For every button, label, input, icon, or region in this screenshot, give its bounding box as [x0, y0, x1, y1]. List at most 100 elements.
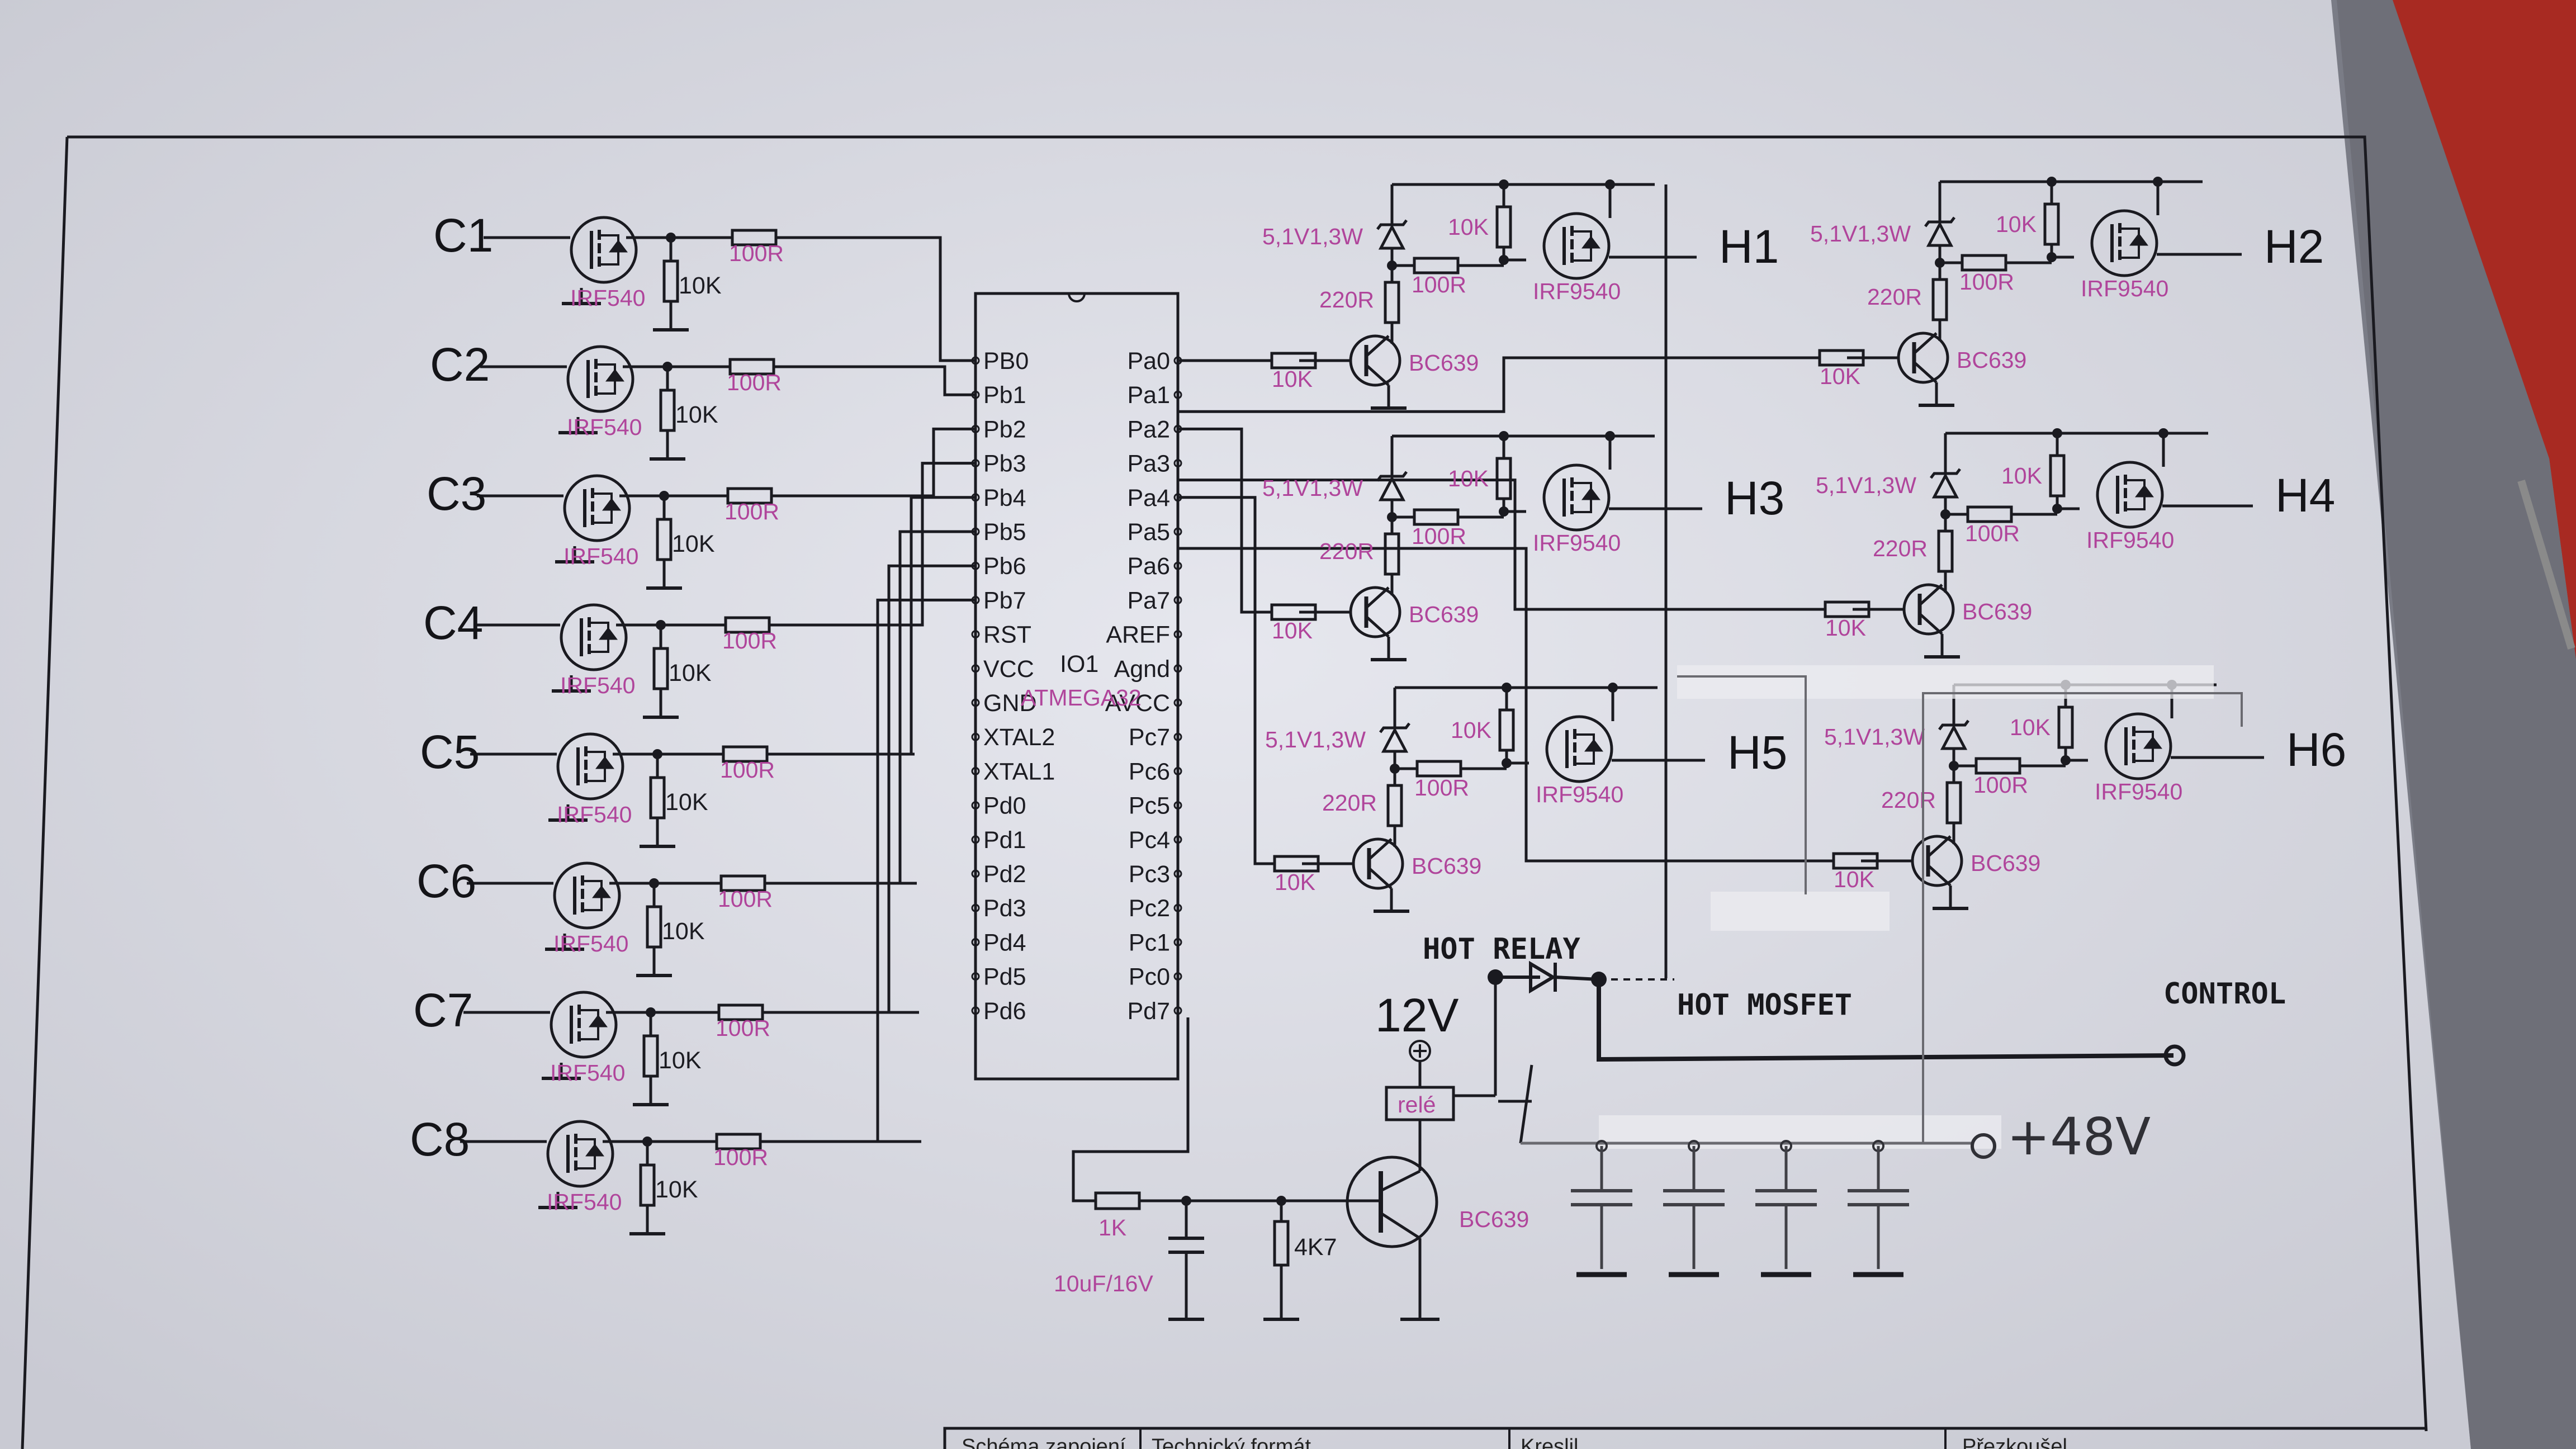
channel-label-c3: C3: [427, 467, 486, 520]
mosfet-label: IRF9540: [2086, 527, 2174, 553]
chip-pin-label: Pc4: [1129, 827, 1170, 854]
wire: [1178, 496, 1275, 865]
driver-label: BC639: [1409, 350, 1479, 376]
wire: [910, 496, 976, 756]
driver-h6: [1911, 835, 1963, 887]
wire: [876, 598, 976, 1143]
supply-12v-label: 12V: [1375, 989, 1459, 1041]
mosfet-c4: [560, 603, 628, 671]
mosfet-h6: [2104, 712, 2172, 780]
hot-relay-text: HOT RELAY: [1423, 932, 1580, 966]
drawing-frame: [67, 135, 2428, 1432]
chip-pin-label: Pa2: [1127, 416, 1170, 443]
gate-resistor-label: 100R: [1973, 772, 2028, 798]
capacitor-label: 10uF/16V: [1054, 1271, 1153, 1296]
pulldown-label: 10K: [662, 918, 705, 945]
channel-label-c1: C1: [433, 209, 493, 262]
base-resistor-label: 1K: [1098, 1215, 1126, 1240]
mosfet-c8: [546, 1120, 614, 1188]
chip-pin-label: Pb7: [983, 587, 1026, 614]
gate-resistor-label: 100R: [713, 1144, 768, 1170]
channel-label-c7: C7: [413, 984, 473, 1036]
driver-label: BC639: [1412, 853, 1481, 879]
chip-pin-label: AREF: [1106, 622, 1170, 648]
mosfet-label: IRF540: [560, 673, 635, 698]
chip-pin-label: AVCC: [1105, 690, 1170, 717]
base-resistor-label: 10K: [1272, 366, 1313, 392]
chip-pin-label: Pa0: [1127, 348, 1170, 375]
chip-pin-label: Pa3: [1127, 451, 1170, 477]
chip-pin-label: Pd6: [983, 998, 1026, 1025]
title-block: Schéma zapojení Technický formát Kreslil…: [943, 1427, 2426, 1449]
wire: [912, 462, 976, 627]
mosfet-h1: [1542, 212, 1611, 280]
mosfet-label: IRF540: [550, 1060, 625, 1086]
mosfet-label: IRF540: [557, 802, 632, 827]
gate-resistor-label: 100R: [1959, 269, 2014, 295]
mosfet-c6: [553, 861, 621, 930]
title-cell-1: Schéma zapojení: [962, 1435, 1126, 1449]
chip-pin-label: Pa6: [1127, 553, 1170, 580]
pulldown-label: 10K: [679, 272, 722, 299]
relay-transistor-label: BC639: [1459, 1206, 1529, 1232]
gate-resistor-label: 100R: [720, 757, 775, 783]
chip-pin-label: Pa5: [1127, 519, 1170, 546]
wire: [1178, 547, 1834, 863]
chip-pin-label: Pb4: [983, 485, 1026, 512]
channel-label-c4: C4: [423, 596, 483, 649]
mosfet-h5: [1545, 715, 1613, 783]
gate-resistor-label: 100R: [722, 628, 777, 654]
chip-pin-label: VCC: [983, 656, 1034, 683]
driver-label: BC639: [1962, 599, 2032, 624]
pullup-label: 10K: [2010, 714, 2051, 740]
gate-resistor-label: 100R: [1412, 523, 1466, 549]
pulldown-label: 10K: [655, 1176, 698, 1203]
mosfet-label: IRF9540: [1533, 530, 1621, 556]
microcontroller: IO1 ATMEGA32: [974, 292, 1180, 1081]
driver-label: BC639: [1957, 347, 2026, 373]
chip-pin-label: PB0: [983, 348, 1029, 375]
pulldown-label: 10K: [665, 789, 708, 816]
zener-label: 5,1V1,3W: [1262, 475, 1363, 501]
pulldown-label: 10K: [669, 660, 712, 686]
chip-pin-label: Pd7: [1127, 998, 1170, 1025]
chip-pin-label: Pb3: [983, 451, 1026, 477]
gate-resistor-label: 100R: [727, 370, 782, 395]
pencil: [2517, 479, 2575, 650]
relay-label: relé: [1398, 1092, 1436, 1117]
mosfet-label: IRF9540: [2095, 779, 2182, 804]
chip-pin-label: Pd4: [983, 929, 1026, 956]
zener-label: 5,1V1,3W: [1810, 221, 1911, 247]
channel-label-h1: H1: [1719, 220, 1779, 273]
zener-label: 5,1V1,3W: [1265, 727, 1366, 752]
mosfet-c5: [556, 732, 624, 801]
chip-pin-label: Pb1: [983, 382, 1026, 409]
wire: [1178, 479, 1825, 611]
title-cell-4: Přezkoušel: [1962, 1435, 2067, 1449]
relay-driver: 12V relé BC639 1K 10uF/16V 4K7: [1054, 989, 1529, 1321]
channel-label-c6: C6: [416, 855, 476, 907]
mosfet-label: IRF9540: [1533, 278, 1621, 304]
supply-48v-text: +48V: [2007, 1107, 2151, 1167]
mosfet-c7: [550, 991, 618, 1059]
chip-ref: IO1: [1060, 651, 1098, 678]
control-text: CONTROL: [2163, 977, 2286, 1011]
chip-pin-label: Pb6: [983, 553, 1026, 580]
mosfet-label: IRF540: [567, 414, 642, 440]
emitter-resistor-label: 220R: [1322, 790, 1377, 816]
emitter-resistor-label: 220R: [1319, 538, 1374, 564]
title-cell-2: Technický formát: [1152, 1435, 1311, 1449]
chip-pin-label: Pa1: [1127, 382, 1170, 409]
emitter-resistor-label: 220R: [1873, 536, 1928, 561]
chip-pin-label: XTAL2: [983, 724, 1055, 751]
chip-pin-label: Pd5: [983, 964, 1026, 991]
mosfet-label: IRF540: [564, 543, 638, 569]
gate-resistor-label: 100R: [1412, 272, 1466, 297]
mosfet-h4: [2096, 461, 2164, 529]
pullup-label: 10K: [1996, 211, 2037, 237]
title-cell-3: Kreslil: [1521, 1435, 1578, 1449]
channel-label-c5: C5: [420, 726, 480, 778]
mosfet-c3: [563, 474, 631, 542]
mosfet-label: IRF9540: [1536, 782, 1623, 807]
driver-label: BC639: [1971, 850, 2040, 876]
